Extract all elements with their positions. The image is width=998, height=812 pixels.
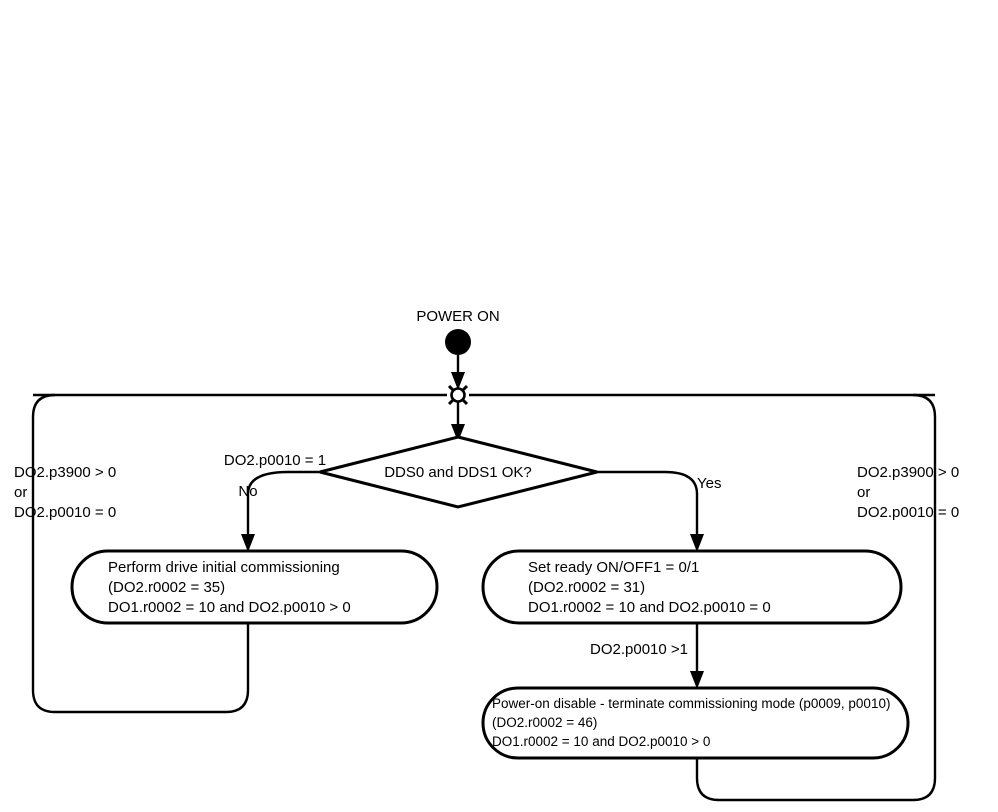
bottom-process-box-line1: Power-on disable - terminate commissioni… xyxy=(492,696,890,711)
arrowhead-to-bottom-box xyxy=(690,671,704,689)
left-process-box-line2: (DO2.r0002 = 35) xyxy=(108,579,225,596)
start-label: POWER ON xyxy=(416,308,499,325)
right-loop-label-line1: DO2.p3900 > 0 xyxy=(857,464,959,481)
right-loop-label-line3: DO2.p0010 = 0 xyxy=(857,504,959,521)
right-process-box xyxy=(481,549,903,625)
right-process-box-line1: Set ready ON/OFF1 = 0/1 xyxy=(528,559,699,576)
start-node-dot xyxy=(445,329,471,355)
bottom-process-box xyxy=(481,686,910,760)
bottom-process-box-line2: (DO2.r0002 = 46) xyxy=(492,715,597,730)
left-process-box-line3: DO1.r0002 = 10 and DO2.p0010 > 0 xyxy=(108,599,351,616)
bottom-process-box-line3: DO1.r0002 = 10 and DO2.p0010 > 0 xyxy=(492,734,710,749)
arrowhead-start-to-junction xyxy=(451,372,465,390)
right-process-box-line2: (DO2.r0002 = 31) xyxy=(528,579,645,596)
edge-left-feedback-loop xyxy=(31,393,250,714)
merge-junction-node xyxy=(450,387,466,403)
left-process-box-line1: Perform drive initial commissioning xyxy=(108,559,340,576)
branch-label-no: No xyxy=(238,483,257,500)
edge-decision-yes xyxy=(597,470,699,540)
left-loop-label-line1: DO2.p3900 > 0 xyxy=(14,464,116,481)
edge-label-mid-right-condition: DO2.p0010 >1 xyxy=(590,641,688,658)
decision-label: DDS0 and DDS1 OK? xyxy=(384,464,532,481)
arrowhead-junction-to-decision xyxy=(451,424,465,442)
edge-right-feedback-loop xyxy=(695,393,937,802)
left-loop-label-line2: or xyxy=(14,484,27,501)
edge-decision-no xyxy=(246,470,320,540)
right-process-box-line3: DO1.r0002 = 10 and DO2.p0010 = 0 xyxy=(528,599,771,616)
right-loop-label-line2: or xyxy=(857,484,870,501)
edge-label-no-condition: DO2.p0010 = 1 xyxy=(224,452,326,469)
branch-label-yes: Yes xyxy=(697,475,721,492)
left-process-box xyxy=(70,549,439,625)
arrowhead-yes-to-right-box xyxy=(690,534,704,552)
arrowhead-no-to-left-box xyxy=(241,534,255,552)
left-loop-label-line3: DO2.p0010 = 0 xyxy=(14,504,116,521)
decision-diamond xyxy=(319,435,598,509)
